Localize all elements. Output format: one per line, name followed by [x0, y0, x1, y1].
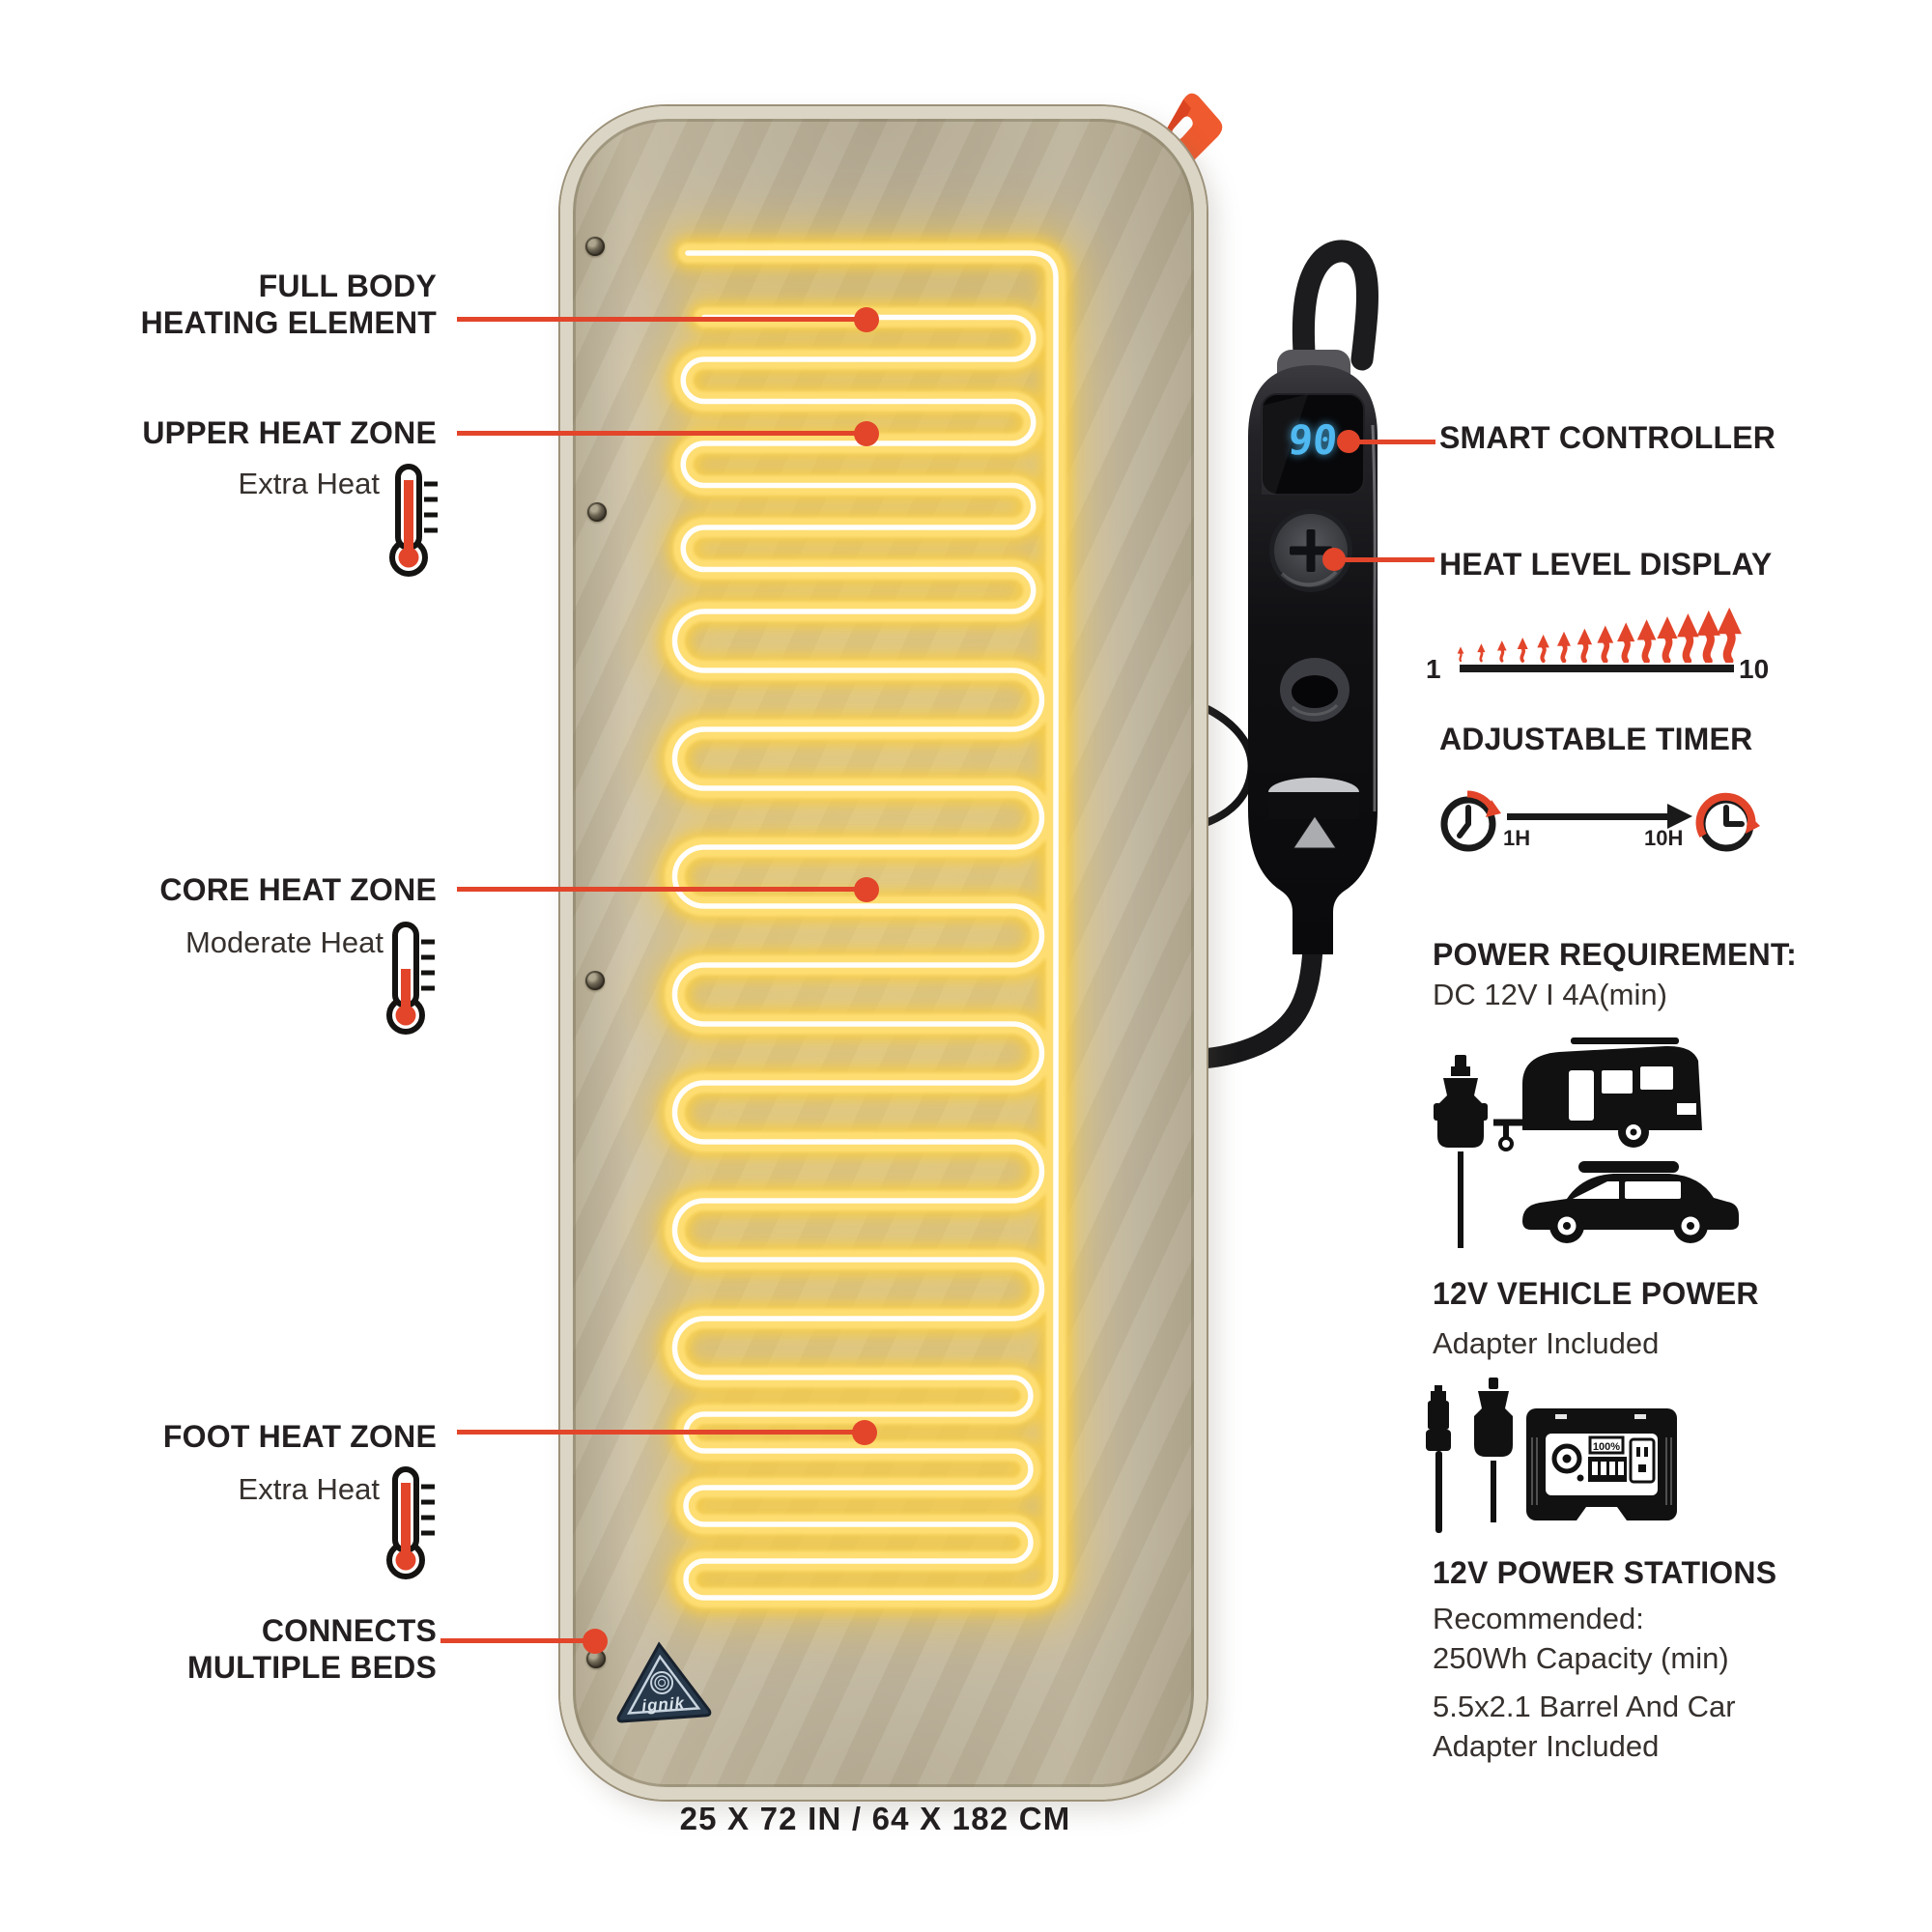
callout-line: [1356, 440, 1435, 444]
label-upper-sub: Extra Heat: [238, 467, 380, 500]
callout-dot: [854, 421, 879, 446]
snap-button: [585, 971, 605, 990]
callout-dot: [854, 877, 879, 902]
label-smart-controller: SMART CONTROLLER: [1439, 420, 1776, 455]
timer-arrow-line: [1507, 813, 1669, 820]
callout-dot: [854, 307, 879, 332]
brand-text: ignik: [641, 1693, 686, 1715]
callout-line: [457, 317, 856, 322]
heat-scale-max: 10: [1739, 654, 1770, 684]
flame-icon: [1677, 613, 1699, 663]
power-stations-title: 12V POWER STATIONS: [1433, 1555, 1777, 1590]
timer-arrow-button: [1293, 815, 1337, 849]
power-requirement-value: DC 12V I 4A(min): [1433, 978, 1667, 1011]
flame-icon: [1577, 628, 1593, 663]
controller-trim: [1268, 778, 1359, 807]
label-foot-sub: Extra Heat: [238, 1472, 380, 1506]
callout-line: [457, 887, 855, 892]
power-station-icons: 100%: [1426, 1378, 1677, 1533]
label-line: 5.5x2.1 Barrel And Car: [1433, 1690, 1736, 1723]
heat-scale-flames: [1457, 607, 1742, 663]
label-core-sub: Moderate Heat: [185, 925, 384, 959]
barrel-plug-icon: [1426, 1385, 1451, 1533]
thermometer-medium-icon: [386, 922, 435, 1035]
label-line: CONNECTS: [261, 1613, 437, 1648]
power-requirement-title: POWER REQUIREMENT:: [1433, 937, 1797, 972]
label-line: Recommended:: [1433, 1602, 1644, 1635]
timer-to: 10H: [1644, 826, 1684, 850]
snap-button: [585, 237, 605, 256]
callout-dot: [1337, 430, 1360, 453]
flame-icon: [1517, 638, 1528, 663]
thermometer-high-icon: [386, 1466, 435, 1579]
thermometer-high-icon: [389, 464, 438, 577]
clock-10h-icon: [1695, 792, 1760, 852]
power-stations-recommendation: Recommended: 250Wh Capacity (min): [1433, 1599, 1887, 1678]
callout-dot: [852, 1420, 877, 1445]
label-foot-zone: FOOT HEAT ZONE: [162, 1419, 437, 1454]
flame-icon: [1477, 643, 1486, 663]
flame-icon: [1597, 625, 1614, 663]
callout-dot: [1322, 548, 1346, 571]
flame-icon: [1717, 607, 1742, 663]
label-connects: CONNECTS MULTIPLE BEDS: [87, 1612, 437, 1686]
flame-icon: [1537, 634, 1549, 663]
snap-button: [586, 1649, 606, 1668]
label-line: MULTIPLE BEDS: [186, 1650, 437, 1686]
minus-button: [1280, 658, 1350, 722]
flame-icon: [1496, 640, 1507, 663]
flame-icon: [1617, 622, 1635, 663]
vehicle-power-subtitle: Adapter Included: [1433, 1326, 1660, 1360]
callout-line: [457, 431, 856, 436]
heat-scale-line: [1460, 665, 1734, 672]
controller-cable: [1292, 240, 1378, 388]
label-heat-level-display: HEAT LEVEL DISPLAY: [1439, 547, 1773, 582]
car-plug-icon: [1434, 1055, 1488, 1248]
callout-line: [457, 1430, 853, 1435]
callout-line: [440, 1638, 585, 1643]
label-full-body: FULL BODY HEATING ELEMENT: [87, 268, 437, 341]
label-line: FULL BODY: [258, 269, 437, 303]
snap-button: [587, 502, 607, 522]
timer-arrow-head: [1667, 804, 1692, 829]
label-line: Adapter Included: [1433, 1729, 1660, 1763]
suv-icon: [1522, 1161, 1739, 1243]
label-line: 250Wh Capacity (min): [1433, 1641, 1729, 1675]
flame-icon: [1636, 619, 1657, 663]
heat-scale-min: 1: [1426, 654, 1441, 684]
ignik-logo: ignik: [616, 1641, 712, 1723]
car-plug-icon: [1474, 1378, 1513, 1522]
clock-1h-icon: [1440, 790, 1501, 852]
camper-trailer-icon: [1493, 1037, 1702, 1151]
callout-dot: [582, 1629, 608, 1654]
flame-icon: [1696, 610, 1720, 663]
label-adjustable-timer: ADJUSTABLE TIMER: [1439, 722, 1753, 756]
vehicle-power-title: 12V VEHICLE POWER: [1433, 1276, 1759, 1311]
pad-dimensions: 25 X 72 IN / 64 X 182 CM: [679, 1801, 1071, 1836]
callout-line: [1342, 557, 1435, 562]
power-stations-adapter: 5.5x2.1 Barrel And Car Adapter Included: [1433, 1687, 1887, 1766]
flame-icon: [1457, 646, 1464, 663]
flame-icon: [1557, 631, 1571, 663]
heated-bed-pad: [560, 106, 1207, 1800]
controller-collar: [1277, 350, 1350, 388]
charge-readout: 100%: [1593, 1441, 1620, 1453]
power-station-icon: 100%: [1526, 1408, 1677, 1520]
vehicle-power-icons: [1434, 1037, 1739, 1248]
label-upper-zone: UPPER HEAT ZONE: [142, 415, 437, 450]
timer-from: 1H: [1503, 826, 1531, 850]
flame-icon: [1657, 616, 1678, 663]
label-line: HEATING ELEMENT: [140, 305, 437, 341]
label-core-zone: CORE HEAT ZONE: [159, 872, 437, 907]
